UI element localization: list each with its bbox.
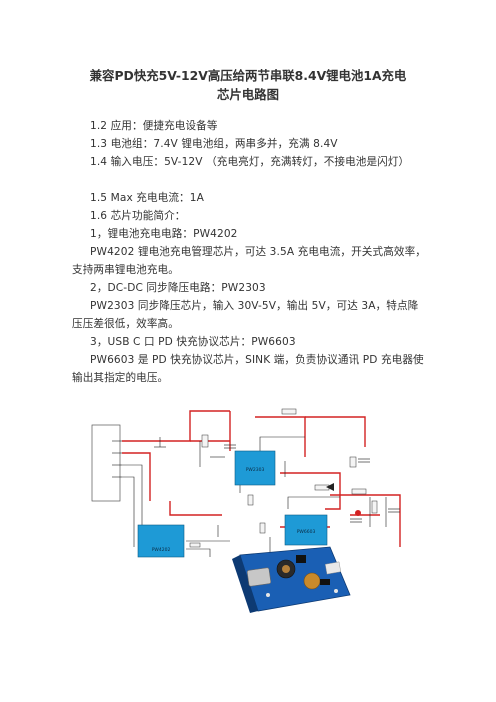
terminal-photo [325, 561, 341, 575]
chip-pw6603 [284, 514, 328, 546]
paragraph-battery-pack: 1.3 电池组：7.4V 锂电池组，两串多并，充满 8.4V [90, 138, 338, 150]
paragraph-dcdc-heading: 2，DC-DC 同步降压电路：PW2303 [90, 282, 266, 294]
document-title: 兼容PD快充5V-12V高压给两节串联8.4V锂电池1A充电 芯片电路图 [40, 66, 456, 104]
paragraph-charge-circuit-heading: 1，锂电池充电电路：PW4202 [90, 228, 238, 240]
coil-photo [303, 572, 321, 590]
paragraph-pw6603-desc: PW6603 是 PD 快充协议芯片，SINK 端，负责协议通讯 PD 充电器使… [72, 354, 424, 384]
title-line-1: 兼容PD快充5V-12V高压给两节串联8.4V锂电池1A充电 [89, 68, 407, 83]
connector-pins [112, 440, 122, 478]
pcb-board-photo [232, 546, 351, 613]
chip-pw4202-label: PW4202 [152, 547, 171, 553]
usb-input-connector [91, 424, 121, 502]
paragraph-application: 1.2 应用：便捷充电设备等 [90, 120, 218, 132]
paragraph-usbc-heading: 3，USB C 口 PD 快充协议芯片：PW6603 [90, 336, 296, 348]
ic-photo [296, 555, 306, 563]
chip-pw4202 [137, 524, 185, 558]
schematic-svg: PW2303 PW4202 PW6603 [91, 408, 401, 613]
chip-pw2303-label: PW2303 [246, 467, 265, 473]
paragraph-pw4202-desc: PW4202 锂电池充电管理芯片，可达 3.5A 充电电流，开关式高效率，支持两… [72, 246, 426, 276]
capacitor-symbols [224, 444, 400, 523]
circuit-schematic-figure: PW2303 PW4202 PW6603 [90, 397, 405, 613]
chip-pw6603-label: PW6603 [297, 529, 316, 535]
led-indicator [355, 510, 361, 516]
paragraph-input-voltage: 1.4 输入电压：5V-12V （充电亮灯，充满转灯，不接电池是闪灯） [90, 156, 410, 168]
paragraph-function-intro: 1.6 芯片功能简介： [90, 210, 186, 222]
paragraph-max-current: 1.5 Max 充电电流：1A [90, 192, 204, 204]
title-line-2: 芯片电路图 [217, 87, 279, 102]
passive-components [189, 408, 378, 548]
usb-c-port-photo [246, 567, 272, 587]
paragraph-pw2303-desc: PW2303 同步降压芯片，输入 30V-5V，输出 5V，可达 3A，特点降压… [72, 300, 419, 330]
chip-pw2303 [234, 450, 276, 486]
diode-symbol [326, 483, 334, 491]
